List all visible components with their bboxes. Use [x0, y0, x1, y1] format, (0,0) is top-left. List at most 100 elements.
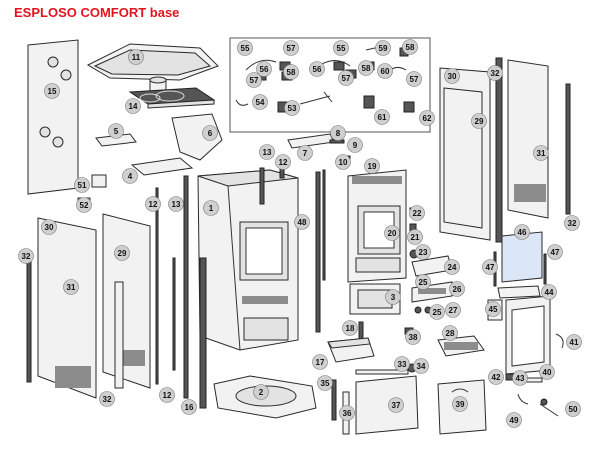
part-label-bubble — [256, 61, 272, 77]
part-label-number: 29 — [475, 117, 484, 126]
part-label-number: 36 — [343, 409, 352, 418]
part-label-24: 24 — [444, 259, 460, 275]
part-label-bubble — [547, 244, 563, 260]
part-label-23: 23 — [415, 244, 431, 260]
part-label-bubble — [312, 354, 328, 370]
part-label-bubble — [317, 375, 333, 391]
part-label-bubble — [364, 158, 380, 174]
part-label-number: 37 — [392, 401, 401, 410]
part-label-57: 57 — [246, 72, 262, 88]
part-label-bubble — [259, 144, 275, 160]
part-label-number: 25 — [419, 278, 428, 287]
part-label-17: 17 — [312, 354, 328, 370]
part-top-cover — [86, 43, 219, 81]
part-label-number: 17 — [316, 358, 325, 367]
part-label-bubble — [309, 61, 325, 77]
part-label-bubble — [294, 214, 310, 230]
part-label-bubble — [122, 168, 138, 184]
part-side-panel-inner-left — [102, 213, 151, 389]
part-label-58: 58 — [402, 39, 418, 55]
diagram-title: ESPLOSO COMFORT base — [14, 5, 180, 20]
part-label-bubble — [488, 369, 504, 385]
part-rod-12a — [155, 187, 159, 385]
part-label-43: 43 — [512, 370, 528, 386]
part-label-bubble — [76, 197, 92, 213]
part-label-number: 30 — [45, 223, 54, 232]
part-label-bubble — [444, 68, 460, 84]
part-label-56: 56 — [256, 61, 272, 77]
part-tool-49 — [517, 393, 529, 405]
part-label-16: 16 — [181, 399, 197, 415]
part-label-29: 29 — [114, 245, 130, 261]
part-label-bubble — [203, 200, 219, 216]
part-rod-16 — [199, 257, 207, 409]
part-main-body — [197, 169, 299, 351]
part-label-bubble — [565, 401, 581, 417]
part-label-30: 30 — [444, 68, 460, 84]
part-label-number: 47 — [551, 248, 560, 257]
part-label-number: 58 — [362, 64, 371, 73]
part-label-number: 38 — [409, 333, 418, 342]
part-label-bubble — [338, 70, 354, 86]
part-label-bubble — [512, 370, 528, 386]
part-plate-4 — [130, 157, 194, 176]
part-label-bubble — [63, 279, 79, 295]
part-label-number: 56 — [260, 65, 269, 74]
part-label-4: 4 — [122, 168, 138, 184]
part-label-bubble — [237, 40, 253, 56]
part-label-bubble — [442, 325, 458, 341]
part-label-18: 18 — [342, 320, 358, 336]
part-label-number: 4 — [128, 172, 133, 181]
part-label-bubble — [252, 94, 268, 110]
part-label-bubble — [159, 387, 175, 403]
part-label-number: 55 — [241, 44, 250, 53]
part-label-25: 25 — [415, 274, 431, 290]
part-label-number: 32 — [22, 252, 31, 261]
part-label-bubble — [407, 229, 423, 245]
part-label-bubble — [406, 71, 422, 87]
part-label-15: 15 — [44, 83, 60, 99]
part-label-number: 26 — [453, 285, 462, 294]
part-label-number: 54 — [256, 98, 265, 107]
part-label-33: 33 — [394, 356, 410, 372]
part-label-number: 30 — [448, 72, 457, 81]
part-side-panel-right — [507, 59, 549, 219]
part-label-number: 32 — [491, 69, 500, 78]
part-label-bubble — [539, 364, 555, 380]
part-gasket-47-right — [543, 253, 547, 285]
part-label-bubble — [342, 320, 358, 336]
part-label-28: 28 — [442, 325, 458, 341]
part-profile-32-left — [26, 261, 32, 383]
part-label-11: 11 — [128, 49, 144, 65]
part-label-number: 2 — [259, 388, 264, 397]
part-label-40: 40 — [539, 364, 555, 380]
part-label-number: 56 — [313, 65, 322, 74]
part-label-21: 21 — [407, 229, 423, 245]
part-label-bubble — [99, 391, 115, 407]
part-label-number: 32 — [568, 219, 577, 228]
part-label-bubble — [564, 215, 580, 231]
part-label-49: 49 — [506, 412, 522, 428]
part-label-number: 46 — [518, 228, 527, 237]
part-label-55: 55 — [237, 40, 253, 56]
part-label-57: 57 — [406, 71, 422, 87]
part-side-panel-right-inner — [443, 87, 483, 229]
part-label-number: 51 — [78, 181, 87, 190]
part-label-44: 44 — [541, 284, 557, 300]
part-label-47: 47 — [547, 244, 563, 260]
part-label-bubble — [283, 64, 299, 80]
part-label-bubble — [394, 356, 410, 372]
part-label-bubble — [514, 224, 530, 240]
part-label-26: 26 — [449, 281, 465, 297]
part-label-number: 9 — [353, 141, 358, 150]
part-label-number: 13 — [263, 148, 272, 157]
part-label-number: 58 — [287, 68, 296, 77]
part-label-number: 39 — [456, 400, 465, 409]
part-label-46: 46 — [514, 224, 530, 240]
part-label-bubble — [402, 39, 418, 55]
part-label-12: 12 — [159, 387, 175, 403]
part-cooktop — [128, 76, 216, 109]
part-label-bubble — [339, 405, 355, 421]
part-label-37: 37 — [388, 397, 404, 413]
